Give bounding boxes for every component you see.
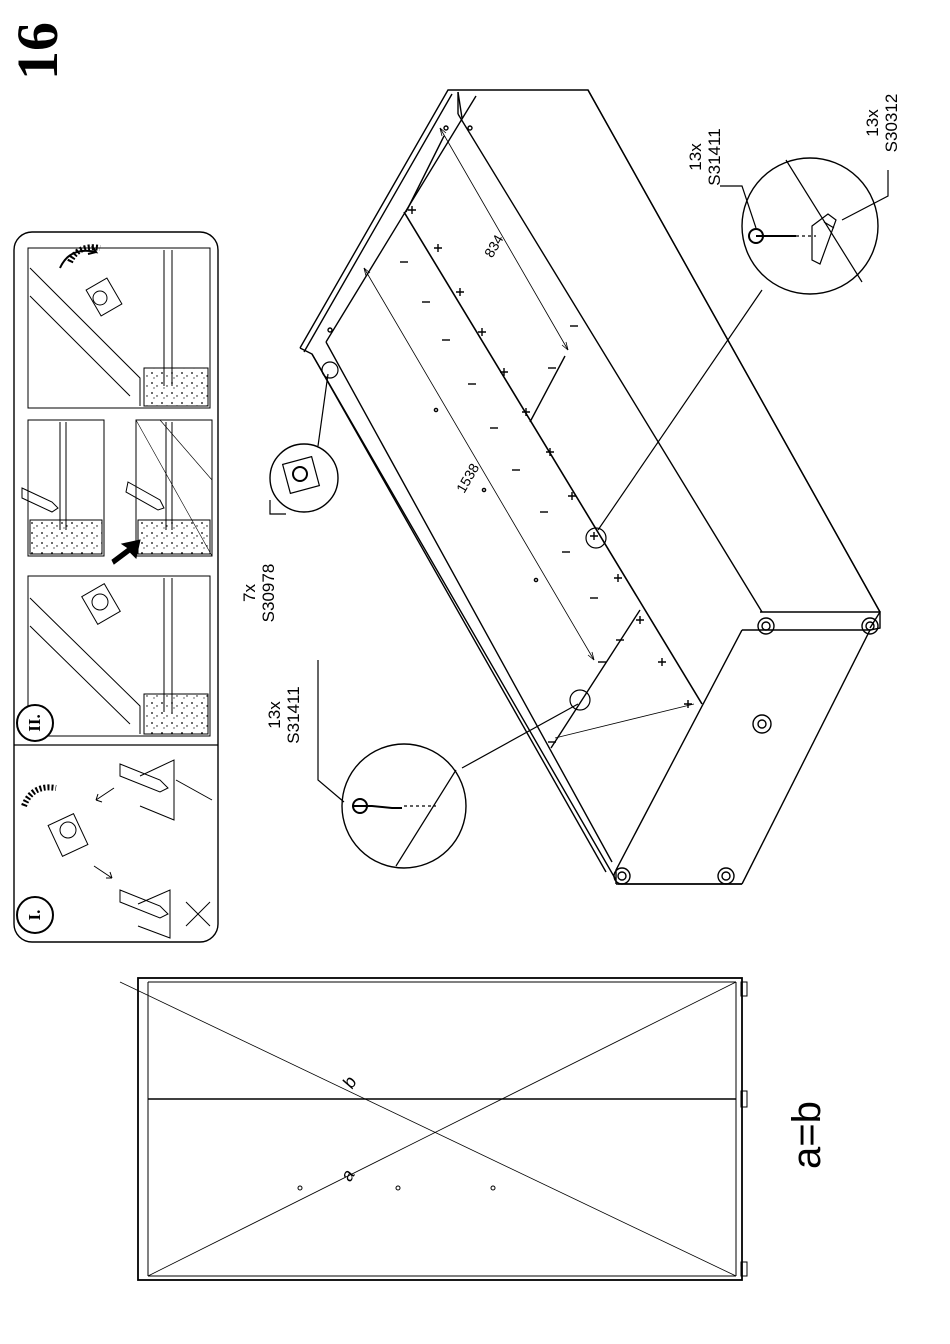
cam-lock-qty: 7x <box>240 558 259 628</box>
left-screw-qty: 13x <box>265 685 284 745</box>
cam-lock-callout: 7x S30978 <box>240 558 278 628</box>
dimension-lines <box>364 128 594 660</box>
bracket-qty: 13x <box>863 83 882 163</box>
detail-callouts <box>270 158 888 868</box>
furniture-body <box>300 90 880 884</box>
step-number: 16 <box>9 13 67 89</box>
instruction-panel <box>14 232 218 942</box>
rail-screw-marks <box>400 206 692 742</box>
left-screw-callout: 13x S31411 <box>265 685 303 745</box>
bracket-code: S30312 <box>882 83 901 163</box>
diagonal-check-diagram <box>120 978 747 1280</box>
cam-lock-code: S30978 <box>259 558 278 628</box>
step-two-badge: II. <box>16 704 54 742</box>
right-screw-callout: 13x S31411 <box>686 122 724 192</box>
right-screw-qty: 13x <box>686 122 705 192</box>
step-one-badge: I. <box>16 896 54 934</box>
right-screw-code: S31411 <box>705 122 724 192</box>
diagonal-equal-label: a=b <box>784 1093 830 1177</box>
left-screw-code: S31411 <box>284 685 303 745</box>
bracket-callout: 13x S30312 <box>863 83 901 163</box>
